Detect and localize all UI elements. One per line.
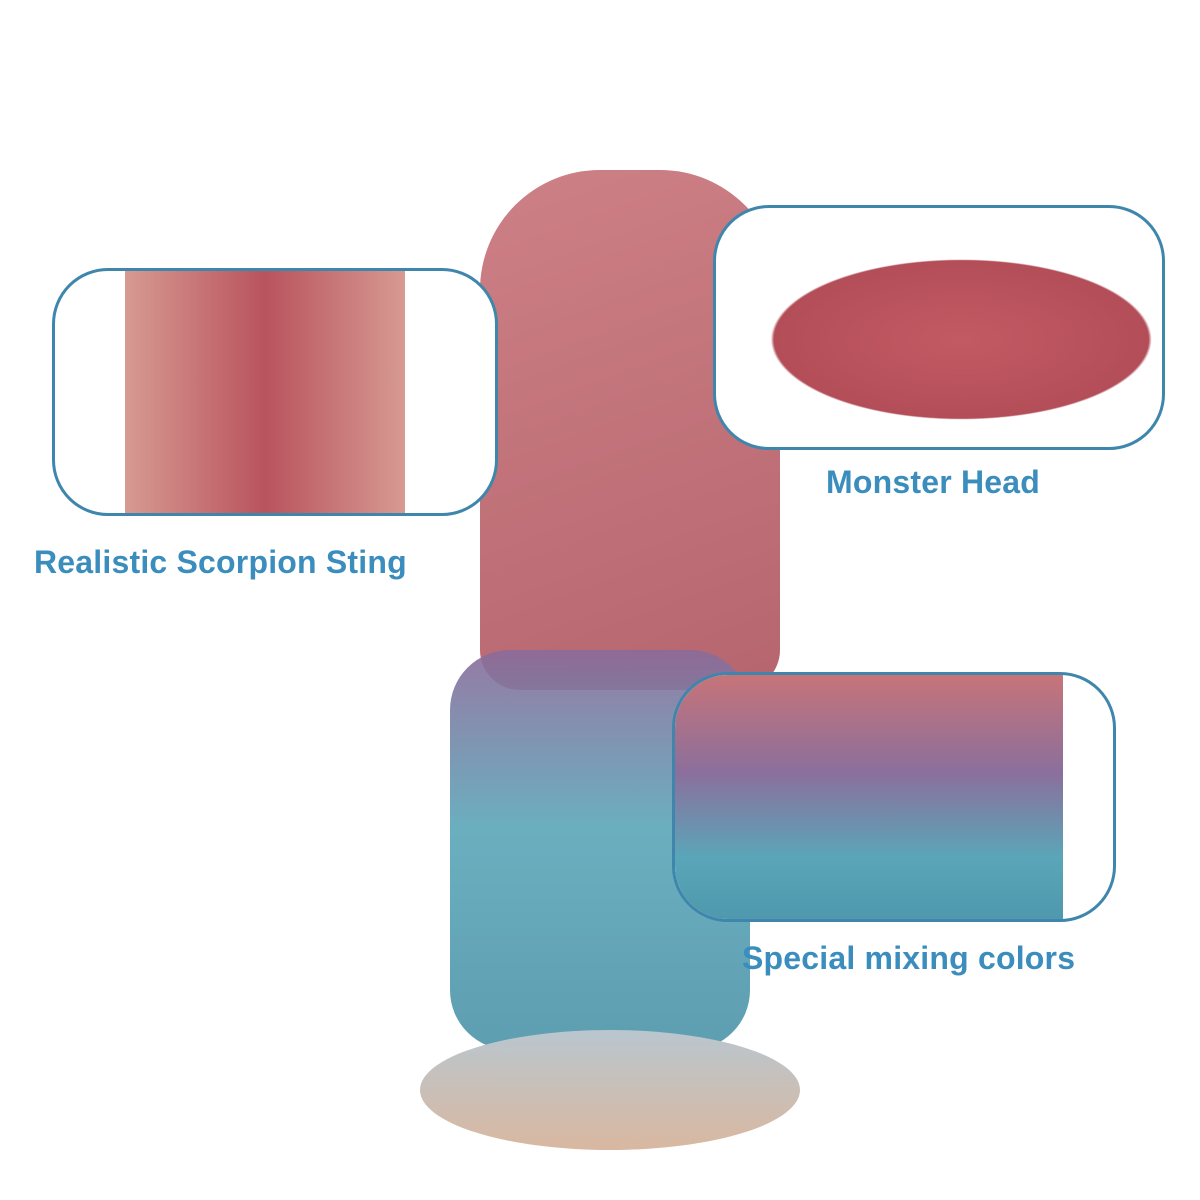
label-colors: Special mixing colors	[742, 940, 1076, 976]
callout-box-sting	[52, 268, 498, 516]
label-sting: Realistic Scorpion Sting	[34, 544, 407, 580]
sting-detail-image	[125, 271, 405, 513]
product-base	[420, 1030, 800, 1150]
label-head: Monster Head	[826, 464, 1040, 500]
callout-box-head	[713, 205, 1165, 450]
colors-detail-image	[675, 675, 1063, 919]
callout-box-colors	[672, 672, 1116, 922]
head-detail-image	[716, 208, 1162, 447]
